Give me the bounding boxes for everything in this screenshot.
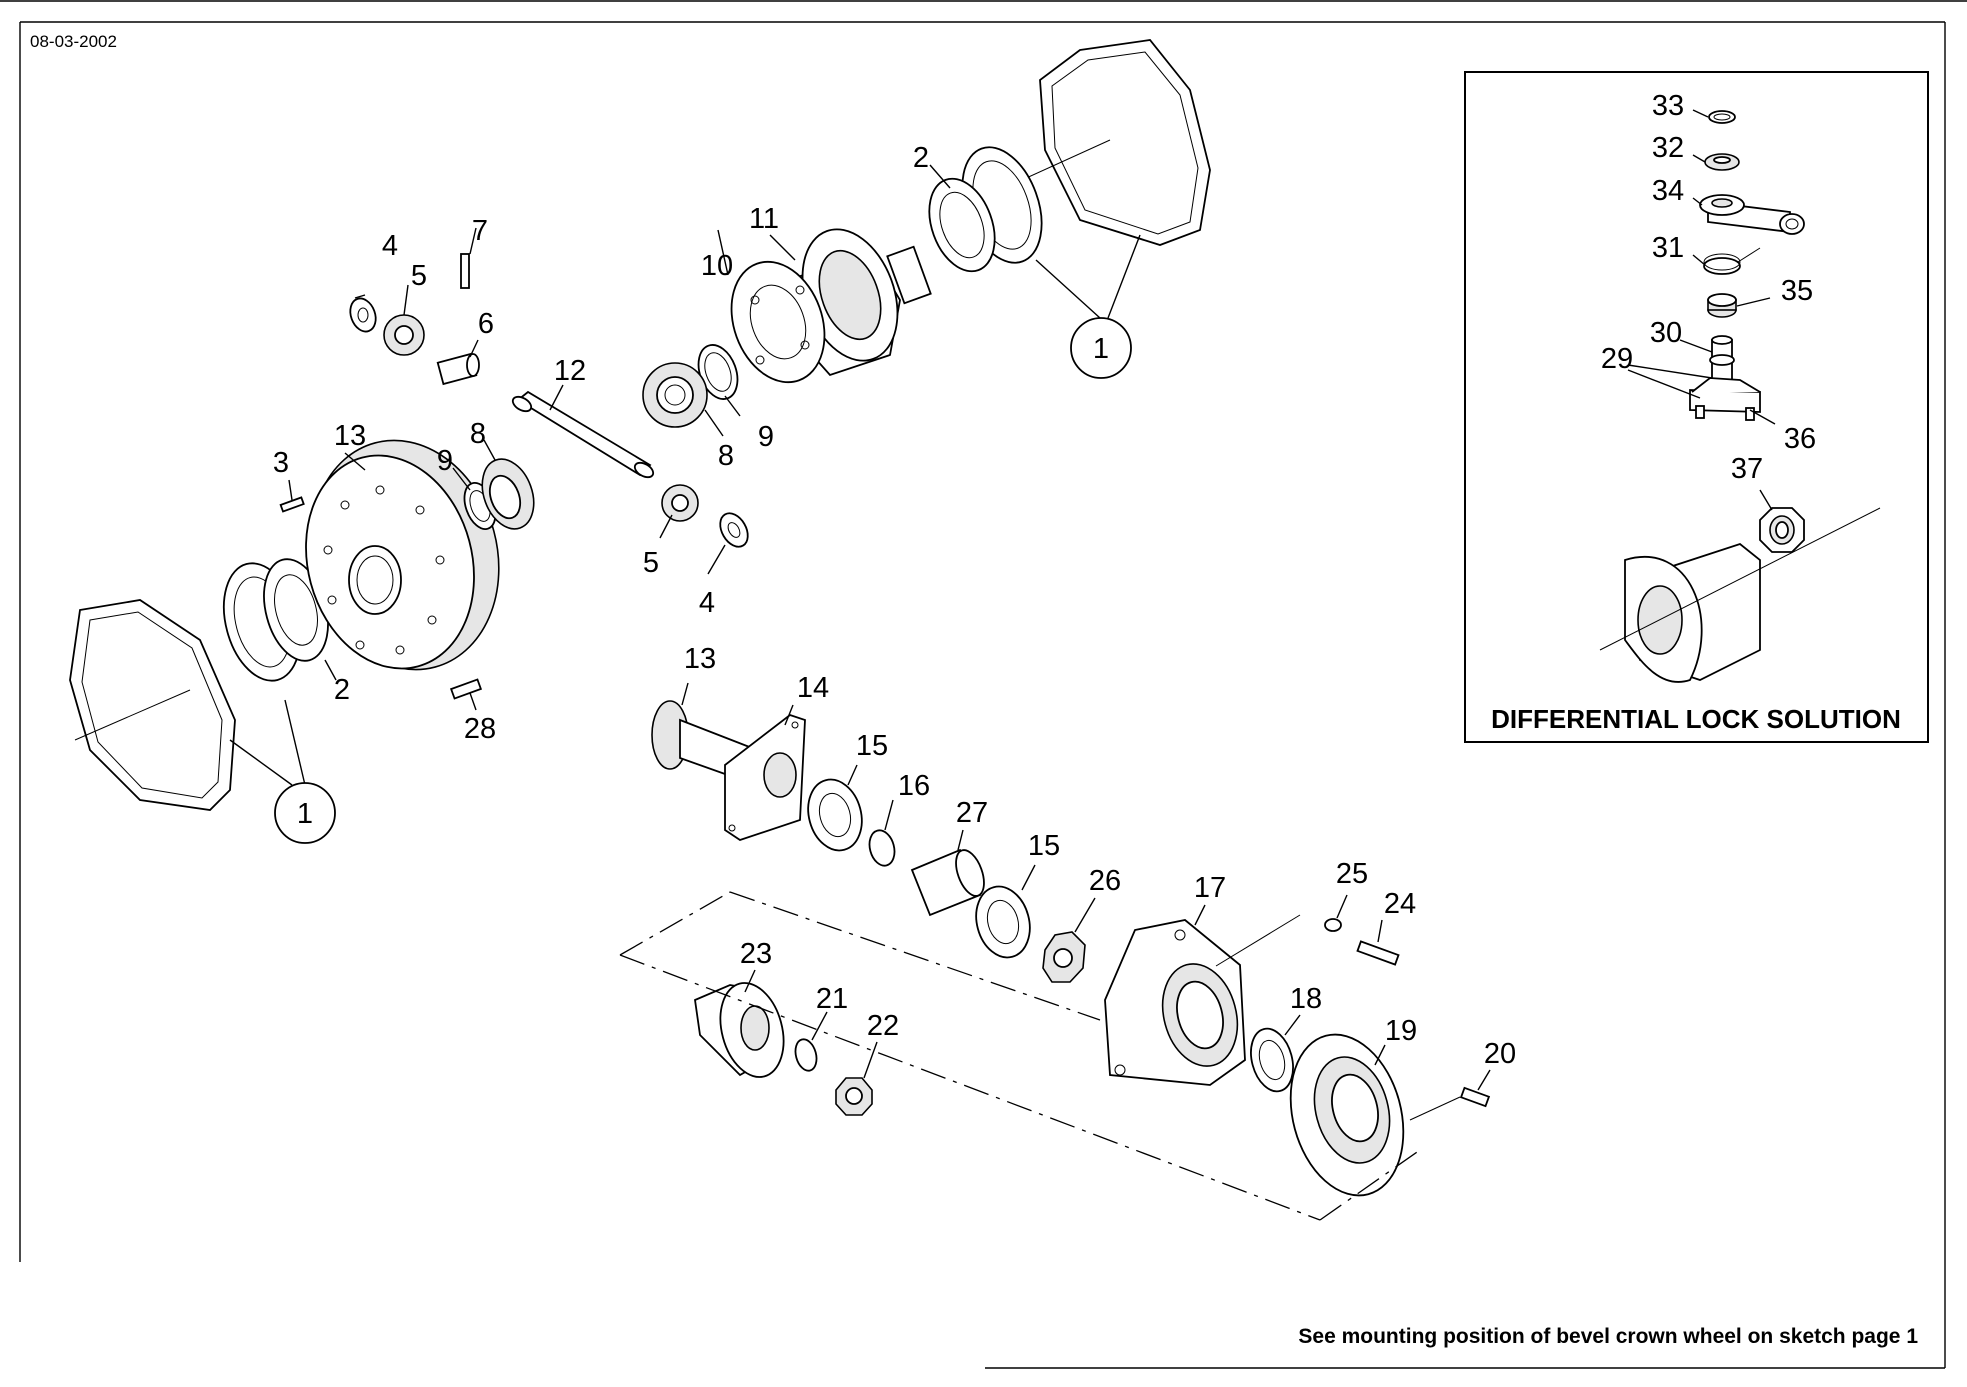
part-24-bolt xyxy=(1356,940,1400,966)
label-13-lower: 13 xyxy=(684,643,716,675)
part-34-shift-lever xyxy=(1699,194,1805,235)
label-37: 37 xyxy=(1731,453,1763,485)
label-21: 21 xyxy=(816,983,848,1015)
part-5-pinion-upper xyxy=(383,314,425,356)
label-11: 11 xyxy=(749,203,779,235)
label-27: 27 xyxy=(956,797,988,829)
part-19-cover xyxy=(1289,1033,1405,1197)
label-26: 26 xyxy=(1089,865,1121,897)
part-32-washer xyxy=(1704,153,1740,171)
part-17-pinion-housing xyxy=(1104,919,1246,1086)
label-4-upper: 4 xyxy=(382,230,398,262)
label-14: 14 xyxy=(797,672,829,704)
part-5-pinion-lower xyxy=(661,484,699,522)
label-30: 30 xyxy=(1650,317,1682,349)
part-22-flange-nut xyxy=(835,1077,873,1116)
label-3: 3 xyxy=(273,447,289,479)
label-10: 10 xyxy=(701,250,733,282)
part-14-flange-shim xyxy=(724,713,806,841)
label-36: 36 xyxy=(1784,423,1816,455)
part-26-castle-nut xyxy=(1042,931,1086,983)
label-29: 29 xyxy=(1601,343,1633,375)
part-30-shift-shaft xyxy=(1709,335,1735,391)
part-15-bearing-right xyxy=(975,885,1031,959)
part-15-bearing-left xyxy=(807,778,863,852)
label-1-lower: 1 xyxy=(297,798,313,830)
part-33-circlip xyxy=(1708,110,1736,124)
part-3-dowel-pin xyxy=(279,496,305,513)
callout-1-lower xyxy=(274,782,336,844)
part-4-washer-upper xyxy=(349,297,377,333)
drawing-date: 08-03-2002 xyxy=(30,32,117,51)
part-35-bushing xyxy=(1707,293,1737,318)
label-13-upper: 13 xyxy=(334,420,366,452)
label-31: 31 xyxy=(1652,232,1684,264)
part-23-output-flange xyxy=(694,982,785,1078)
label-8-upper: 8 xyxy=(718,440,734,472)
part-20-screw xyxy=(1459,1086,1491,1108)
label-22: 22 xyxy=(867,1010,899,1042)
label-2-upper: 2 xyxy=(913,142,929,174)
label-23: 23 xyxy=(740,938,772,970)
label-16: 16 xyxy=(898,770,930,802)
part-8-side-gear-upper xyxy=(642,362,708,428)
label-24: 24 xyxy=(1384,888,1416,920)
part-31-spring xyxy=(1703,247,1761,275)
part-1-gasket-lower xyxy=(69,599,236,811)
part-36-bracket xyxy=(1689,377,1761,421)
inset-leaders xyxy=(1627,109,1776,511)
label-2-lower: 2 xyxy=(334,674,350,706)
differential-lock-inset: 33 32 34 31 35 30 29 36 37 DIFFERENTIAL … xyxy=(1464,71,1929,743)
part-18-seal xyxy=(1250,1027,1294,1093)
part-6-bushing xyxy=(436,352,480,386)
label-32: 32 xyxy=(1652,132,1684,164)
label-35: 35 xyxy=(1781,275,1813,307)
part-37-sliding-sleeve xyxy=(1759,507,1805,553)
label-9-lower: 9 xyxy=(437,445,453,477)
assembly-centerlines xyxy=(619,891,1461,1221)
part-10-thrust-plate xyxy=(730,260,826,384)
part-12-cross-shaft xyxy=(511,390,655,479)
label-8-lower: 8 xyxy=(470,418,486,450)
label-9-upper: 9 xyxy=(758,421,774,453)
part-21-o-ring xyxy=(794,1038,818,1072)
differential-housing-inset xyxy=(1599,507,1881,683)
part-7-pin xyxy=(460,253,470,289)
footer-note: See mounting position of bevel crown whe… xyxy=(1298,1325,1918,1348)
label-34: 34 xyxy=(1652,175,1684,207)
part-8-side-gear-lower xyxy=(481,458,535,530)
label-17: 17 xyxy=(1194,872,1226,904)
part-27-spacer xyxy=(910,848,985,917)
label-6: 6 xyxy=(478,308,494,340)
callout-1-upper xyxy=(1070,317,1132,379)
label-28: 28 xyxy=(464,713,496,745)
part-16-o-ring xyxy=(868,829,896,867)
part-4-washer-lower xyxy=(719,512,749,548)
inset-title: DIFFERENTIAL LOCK SOLUTION xyxy=(1491,704,1901,734)
part-28-bolt xyxy=(449,678,483,700)
part-2-bearing-upper xyxy=(928,146,1043,273)
label-25: 25 xyxy=(1336,858,1368,890)
label-5-upper: 5 xyxy=(411,260,427,292)
label-4-lower: 4 xyxy=(699,587,715,619)
label-20: 20 xyxy=(1484,1038,1516,1070)
part-25-washer xyxy=(1324,918,1342,932)
label-1-upper: 1 xyxy=(1093,333,1109,365)
label-7: 7 xyxy=(472,215,488,247)
label-15-right: 15 xyxy=(1028,830,1060,862)
label-19: 19 xyxy=(1385,1015,1417,1047)
label-33: 33 xyxy=(1652,90,1684,122)
label-18: 18 xyxy=(1290,983,1322,1015)
leader-lines xyxy=(229,164,1491,1091)
label-15-left: 15 xyxy=(856,730,888,762)
part-13-crown-wheel xyxy=(305,439,500,671)
part-1-gasket-upper xyxy=(999,39,1211,246)
label-5-lower: 5 xyxy=(643,547,659,579)
label-12: 12 xyxy=(554,355,586,387)
